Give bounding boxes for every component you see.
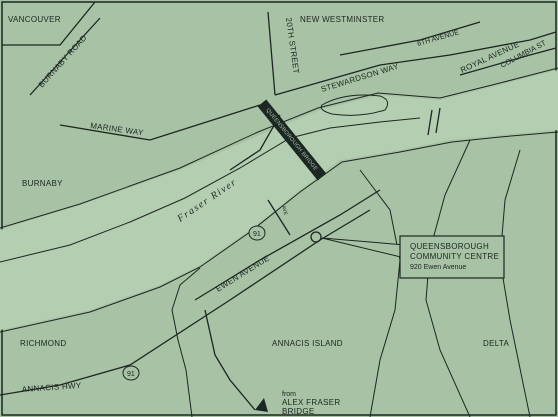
annacis-hwy-label: ANNACIS HWY <box>22 381 83 394</box>
river-south-shore <box>0 131 558 333</box>
annacis-hwy-line <box>0 209 371 396</box>
burnaby-road-line <box>29 17 101 96</box>
community-centre-marker <box>310 231 322 243</box>
fraser-river-water <box>0 70 558 330</box>
columbia-st-line <box>459 47 557 76</box>
sixth-avenue-line <box>339 21 481 56</box>
callout-line1: QUEENSBOROUGH <box>410 242 489 251</box>
vancouver-road-line <box>2 1 96 46</box>
callout-line3: 920 Ewen Avenue <box>410 264 466 271</box>
hwy-91-shield-north <box>248 225 266 241</box>
burnaby-label: BURNABY <box>22 179 63 188</box>
new-westminster-label: NEW WESTMINSTER <box>300 15 385 24</box>
marine-way-line <box>59 104 261 141</box>
rail-bridge-marks <box>427 107 441 136</box>
bridge-approach-line <box>229 114 281 171</box>
directions-bridge-name: ALEX FRASER <box>282 398 340 407</box>
hwy-91-label-north: 91 <box>253 231 261 238</box>
directions-from: from <box>282 391 296 398</box>
hwy-91-label-south: 91 <box>127 371 135 378</box>
alex-fraser-arrow-icon <box>255 398 268 412</box>
small-island <box>320 94 389 116</box>
annacis-island-label: ANNACIS ISLAND <box>272 339 343 348</box>
callout-line2: COMMUNITY CENTRE <box>410 252 499 261</box>
richmond-label: RICHMOND <box>20 339 66 348</box>
twentieth-street-line <box>267 11 276 96</box>
river-mid-shore <box>0 117 421 263</box>
side-road-label: AVE <box>280 205 288 217</box>
vancouver-label: VANCOUVER <box>8 15 61 24</box>
delta-label: DELTA <box>483 339 509 348</box>
side-road-line <box>267 199 291 236</box>
island-west-shore <box>171 267 201 417</box>
stewardson-way-line <box>274 31 557 96</box>
callout-box <box>399 235 505 279</box>
alex-fraser-route-line <box>204 309 256 411</box>
hwy-91-shield-south <box>122 365 140 381</box>
annacis-channel-shore <box>359 169 401 417</box>
river-north-shore <box>0 67 558 229</box>
ewen-avenue-line <box>194 189 381 301</box>
directions-bridge: BRIDGE <box>282 407 314 416</box>
